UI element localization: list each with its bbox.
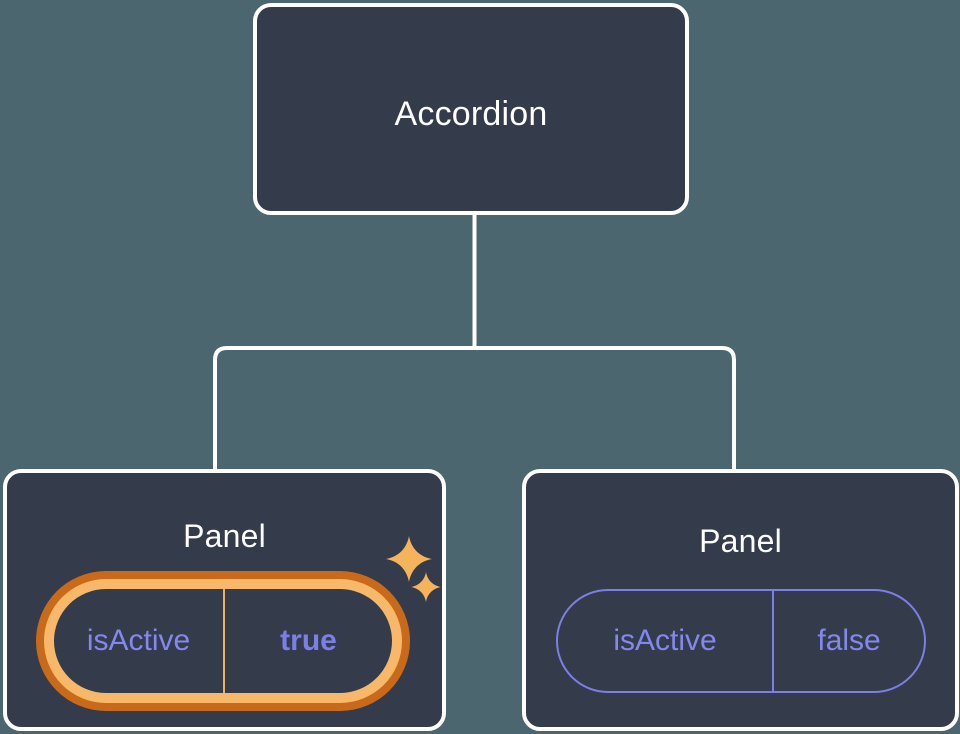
node-panel-left-title: Panel <box>183 518 266 554</box>
node-panel-right-title: Panel <box>699 523 782 559</box>
prop-pill-is-active-true[interactable]: isActive true <box>36 571 410 711</box>
prop-key: isActive <box>613 624 717 657</box>
edge-to-panel-right <box>474 346 736 471</box>
prop-value: true <box>223 589 392 693</box>
prop-pill-ring-inner: isActive true <box>44 579 402 703</box>
prop-pill-core: isActive true <box>54 589 392 693</box>
prop-value: false <box>772 591 924 691</box>
node-accordion[interactable]: Accordion <box>253 3 689 215</box>
edge-to-panel-left <box>213 346 475 471</box>
prop-pill-is-active-false[interactable]: isActive false <box>556 589 926 693</box>
node-accordion-title: Accordion <box>394 95 548 133</box>
prop-key: isActive <box>86 624 191 657</box>
